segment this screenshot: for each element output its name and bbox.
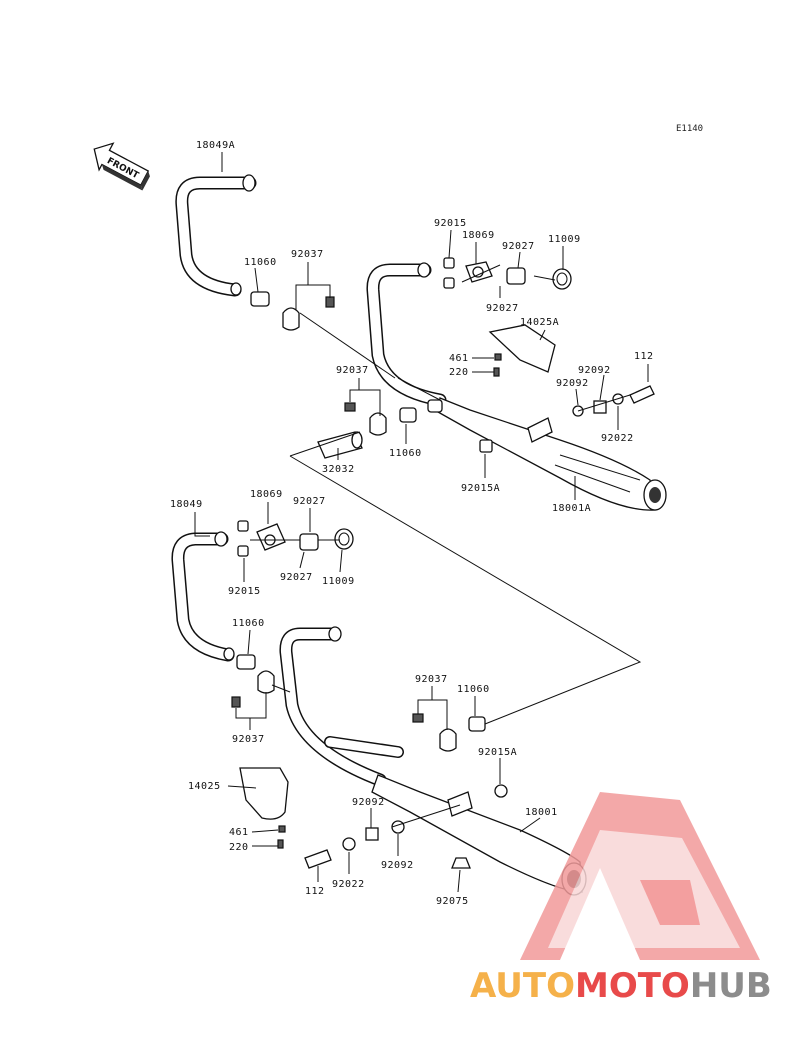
clamp-92037-a [282, 296, 335, 331]
part-label: 18001 [525, 807, 558, 818]
part-label: 220 [229, 842, 249, 853]
header-pipe-18049 [171, 531, 235, 662]
part-label: 92022 [601, 433, 634, 444]
part-label: 92022 [332, 879, 365, 890]
muffler-18001A [437, 397, 667, 511]
automotohub-logo [520, 792, 760, 960]
part-label: 92015A [478, 747, 517, 758]
header-pipe-lower-2 [279, 626, 404, 787]
part-label: 112 [305, 886, 325, 897]
header-pipe-upper-2 [366, 262, 447, 407]
part-label: 92015A [461, 483, 500, 494]
part-label: 92092 [578, 365, 611, 376]
part-label: 92075 [436, 896, 469, 907]
part-label: 112 [634, 351, 654, 362]
part-label: 92027 [486, 303, 519, 314]
part-label: 92092 [381, 860, 414, 871]
bolt-group-upper [572, 385, 655, 417]
part-label: 461 [449, 353, 469, 364]
label-leaders [194, 152, 649, 893]
part-label: 11060 [244, 257, 277, 268]
part-label: 92015 [434, 218, 467, 229]
part-label: 220 [449, 367, 469, 378]
part-label: 18069 [250, 489, 283, 500]
part-label: 18049 [170, 499, 203, 510]
part-label: 92027 [280, 572, 313, 583]
diagram-ref-code: E1140 [676, 124, 703, 134]
part-labels: 18049A 11060 92037 92015 18069 92027 110… [170, 140, 654, 907]
part-label: 11060 [457, 684, 490, 695]
heat-shield-14025 [239, 767, 289, 849]
gasket-11060-a [250, 291, 270, 307]
part-label: 92037 [415, 674, 448, 685]
heat-shield-14025A [488, 324, 556, 377]
logo-text-moto: MOTO [575, 966, 690, 1006]
part-label: 461 [229, 827, 249, 838]
part-label: 14025A [520, 317, 559, 328]
part-label: 11060 [232, 618, 265, 629]
part-label: 18001A [552, 503, 591, 514]
front-arrow-icon: FRONT [93, 142, 150, 191]
part-label: 14025 [188, 781, 221, 792]
leader-lines [250, 264, 642, 828]
flange-group-upper [443, 257, 572, 290]
gasket-11060-b [236, 654, 256, 670]
clamp-92037-b [231, 670, 275, 708]
part-label: 92027 [293, 496, 326, 507]
part-label: 11060 [389, 448, 422, 459]
part-label: 11009 [548, 234, 581, 245]
logo-text-auto: AUTO [470, 966, 575, 1006]
flange-group-lower [237, 520, 354, 557]
logo-text: AUTOMOTOHUB [470, 966, 772, 1006]
part-label: 92037 [232, 734, 265, 745]
part-label: 92015 [228, 586, 261, 597]
part-label: 32032 [322, 464, 355, 475]
joint-group-upper [317, 399, 493, 459]
part-label: 92037 [291, 249, 324, 260]
part-label: 92092 [352, 797, 385, 808]
part-label: 18069 [462, 230, 495, 241]
logo-text-hub: HUB [690, 966, 772, 1006]
part-label: 92027 [502, 241, 535, 252]
part-label: 11009 [322, 576, 355, 587]
joint-group-lower [412, 713, 508, 798]
part-label: 18049A [196, 140, 235, 151]
part-label: 92092 [556, 378, 589, 389]
part-label: 92037 [336, 365, 369, 376]
header-pipe-18049A [175, 174, 257, 297]
muffler-18001 [371, 774, 587, 896]
